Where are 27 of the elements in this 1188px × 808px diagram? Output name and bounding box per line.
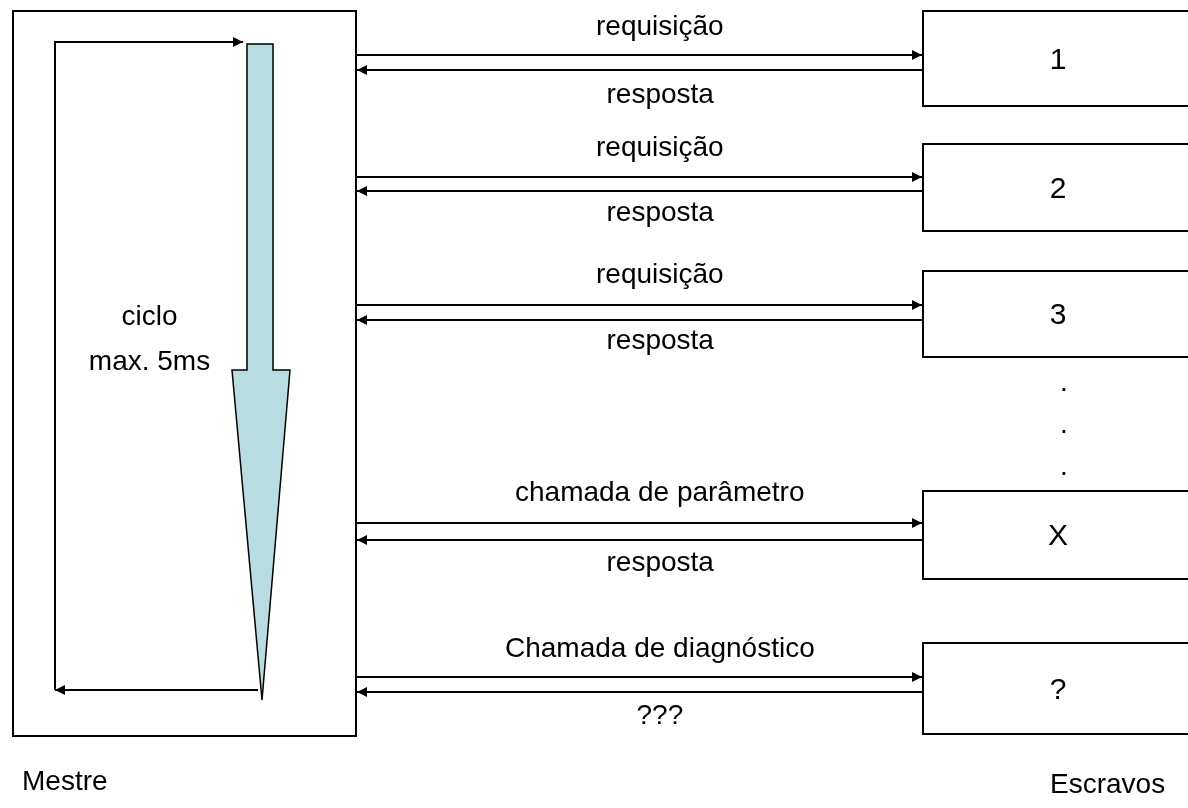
slave-box [922,270,1188,358]
slave-box [922,143,1188,232]
slave-box [922,490,1188,580]
node-label: 1 [1048,43,1068,74]
arrow [356,687,923,697]
node-label: 3 [1048,299,1068,329]
arrow [356,50,923,60]
slave-box [922,10,1188,107]
arrow [356,65,923,75]
node-label: ? [1048,673,1068,704]
annotation-text: ciclo max. 5ms [88,299,211,378]
edge-label: chamada de parâmetro [515,478,805,506]
slave-box [922,642,1188,735]
arrow [356,315,923,325]
node-label: 2 [1048,172,1068,203]
arrow [356,518,923,528]
edge-label: Chamada de diagnóstico [505,634,815,662]
edge-label: requisição [596,260,724,288]
arrow [356,172,923,182]
edge-label: requisição [596,12,724,40]
node-title: Mestre [22,767,108,795]
arrow [356,300,923,310]
arrow [356,535,923,545]
node-label: X [1047,520,1069,550]
edge-label: requisição [596,133,724,161]
arrow [356,672,923,682]
arrow [356,186,923,196]
